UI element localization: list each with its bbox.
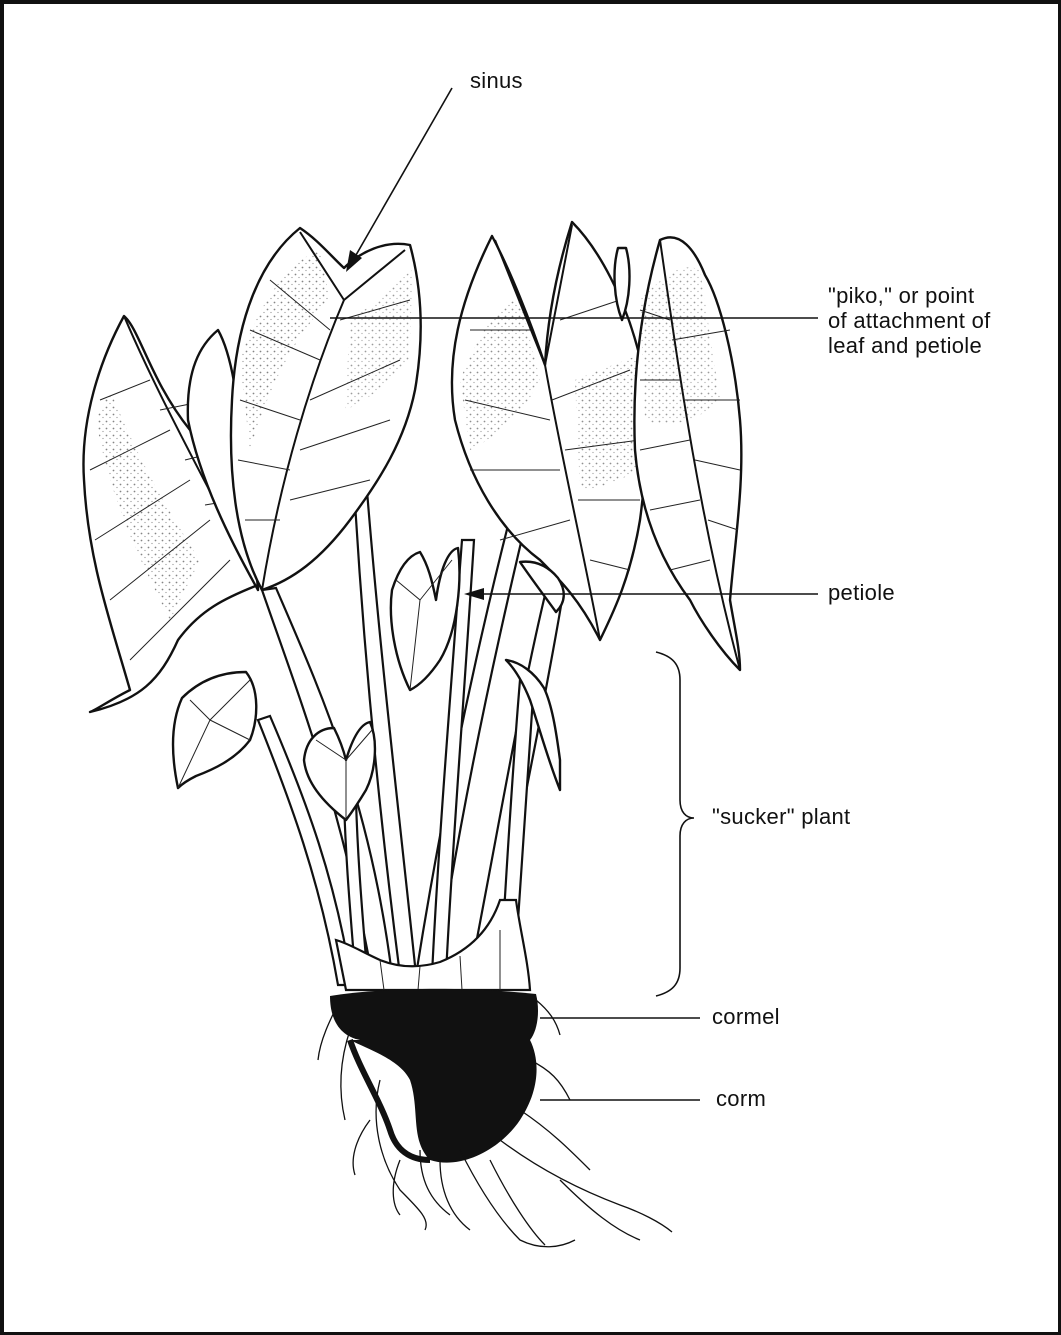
label-corm: corm	[716, 1086, 766, 1111]
label-petiole: petiole	[828, 580, 895, 605]
sinus-leader	[352, 88, 452, 262]
label-piko-line3: leaf and petiole	[828, 333, 982, 358]
label-piko-line1: "piko," or point	[828, 283, 974, 308]
corm-mass	[330, 989, 538, 1163]
leaf-middle-small	[391, 548, 460, 690]
sucker-bracket	[656, 652, 694, 996]
leaf-lower-center	[304, 722, 375, 820]
cormel-shape	[330, 989, 538, 1045]
label-cormel: cormel	[712, 1004, 780, 1029]
leaves	[83, 222, 741, 820]
leaf-lower-left	[173, 672, 256, 788]
label-piko-line2: of attachment of	[828, 308, 991, 333]
label-sucker-plant: "sucker" plant	[712, 804, 850, 829]
label-sinus: sinus	[470, 68, 523, 93]
